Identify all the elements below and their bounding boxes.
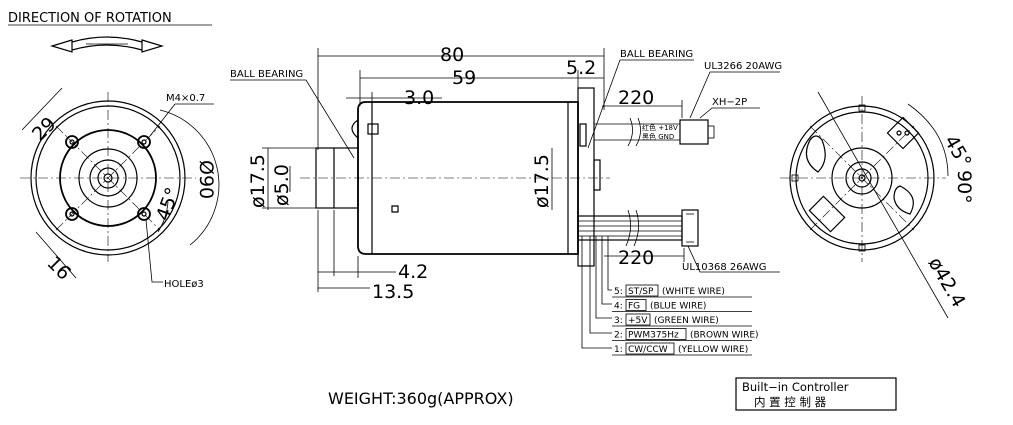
wire-code-box: [625, 299, 647, 311]
dim-16-line: [35, 231, 77, 279]
ball-bearing-right-leader: [587, 59, 694, 149]
weight: WEIGHT:360g(APPROX): [328, 389, 514, 408]
signal-cable: [577, 209, 699, 247]
rear-dim-424-line: [817, 91, 949, 319]
wire-code: PWM375Hz: [628, 331, 679, 341]
xh2p-connector: [679, 119, 709, 145]
wire-number: 2:: [614, 331, 623, 341]
wire-number: 5:: [614, 287, 623, 297]
ball-bearing-left: BALL BEARING: [230, 69, 303, 80]
wire-description: (YELLOW WIRE): [678, 345, 748, 355]
connector-leader: [699, 107, 760, 119]
signal-connector: [681, 209, 699, 247]
rear-dim-90: 90°: [953, 170, 975, 204]
wire-black-label: 黑色 GND: [642, 132, 674, 141]
dim-m4-leader: [149, 103, 176, 137]
wire-code-box: [625, 328, 687, 340]
dim-30: 3.0: [404, 87, 434, 109]
dim-80: 80: [440, 44, 464, 66]
cable-top: UL3266 20AWG: [704, 61, 782, 72]
dim-90-arc: [159, 109, 220, 246]
dim-52: 5.2: [566, 57, 596, 79]
power-cable: [594, 117, 715, 147]
wire-description: (WHITE WIRE): [662, 287, 725, 297]
dim-16: 16: [42, 252, 75, 285]
ball-bearing-left-leader: [230, 79, 355, 159]
wire-code: ST/SP: [628, 287, 654, 297]
wire-number: 4:: [614, 302, 623, 312]
wire-description: (GREEN WIRE): [654, 316, 719, 326]
rear-dim-45-arc: [907, 103, 949, 177]
wire-description: (BLUE WIRE): [650, 302, 706, 312]
controller-cn: 内 置 控 制 器: [754, 395, 827, 409]
wire-code-box: [625, 313, 651, 326]
dim-175-right: ø17.5: [531, 154, 553, 208]
dim-135: 13.5: [372, 281, 414, 303]
wire-list: 5: ST/SP (WHITE WIRE) 4: FG (BLUE WIRE) 3: +5V (…: [612, 284, 759, 356]
wire-number: 1:: [614, 345, 623, 355]
wire-code: CW/CCW: [628, 345, 668, 355]
wire-code-box: [625, 342, 675, 355]
dim-hole-leader: [145, 219, 163, 283]
wire-leaders: [581, 236, 612, 349]
front-view: [20, 92, 196, 262]
dim-hole: HOLEø3: [164, 279, 204, 290]
controller-en: Built−in Controller: [742, 380, 849, 394]
dim-29-line: [21, 87, 63, 131]
dim-220-top: 220: [618, 87, 654, 109]
dim-59: 59: [452, 67, 476, 89]
dim-50: ø5.0: [271, 164, 293, 206]
title: DIRECTION OF ROTATION: [8, 11, 172, 26]
dim-m4: M4×0.7: [166, 93, 205, 104]
wire-code: FG: [628, 302, 640, 312]
rear-dim-45: 45°: [940, 132, 976, 172]
dim-175-left: ø17.5: [247, 154, 269, 208]
wire-code: +5V: [628, 316, 648, 326]
dim-90: Ø90: [195, 160, 217, 199]
rear-dim-424: ø42.4: [924, 254, 970, 312]
cable-bottom-leader: [687, 245, 780, 273]
cable-bottom: UL10368 26AWG: [682, 262, 767, 273]
connector: XH−2P: [712, 97, 747, 108]
dim-29: 29: [28, 113, 61, 146]
dim-45-arc: [157, 201, 169, 233]
dim-220-bottom: 220: [618, 247, 654, 269]
wire-description: (BROWN WIRE): [690, 331, 759, 341]
side-view: [300, 87, 610, 267]
ball-bearing-right: BALL BEARING: [620, 49, 693, 60]
dim-42: 4.2: [398, 261, 428, 283]
rotation-arrow-icon: [49, 36, 165, 53]
wire-number: 3:: [614, 316, 623, 326]
cable-top-leader: [689, 71, 780, 119]
rear-view: [780, 96, 946, 262]
dim-45: 45°: [152, 185, 184, 224]
controller-box: [735, 377, 897, 411]
wire-code-box: [625, 284, 659, 297]
wire-red-label: 红色 +18V: [642, 123, 678, 132]
